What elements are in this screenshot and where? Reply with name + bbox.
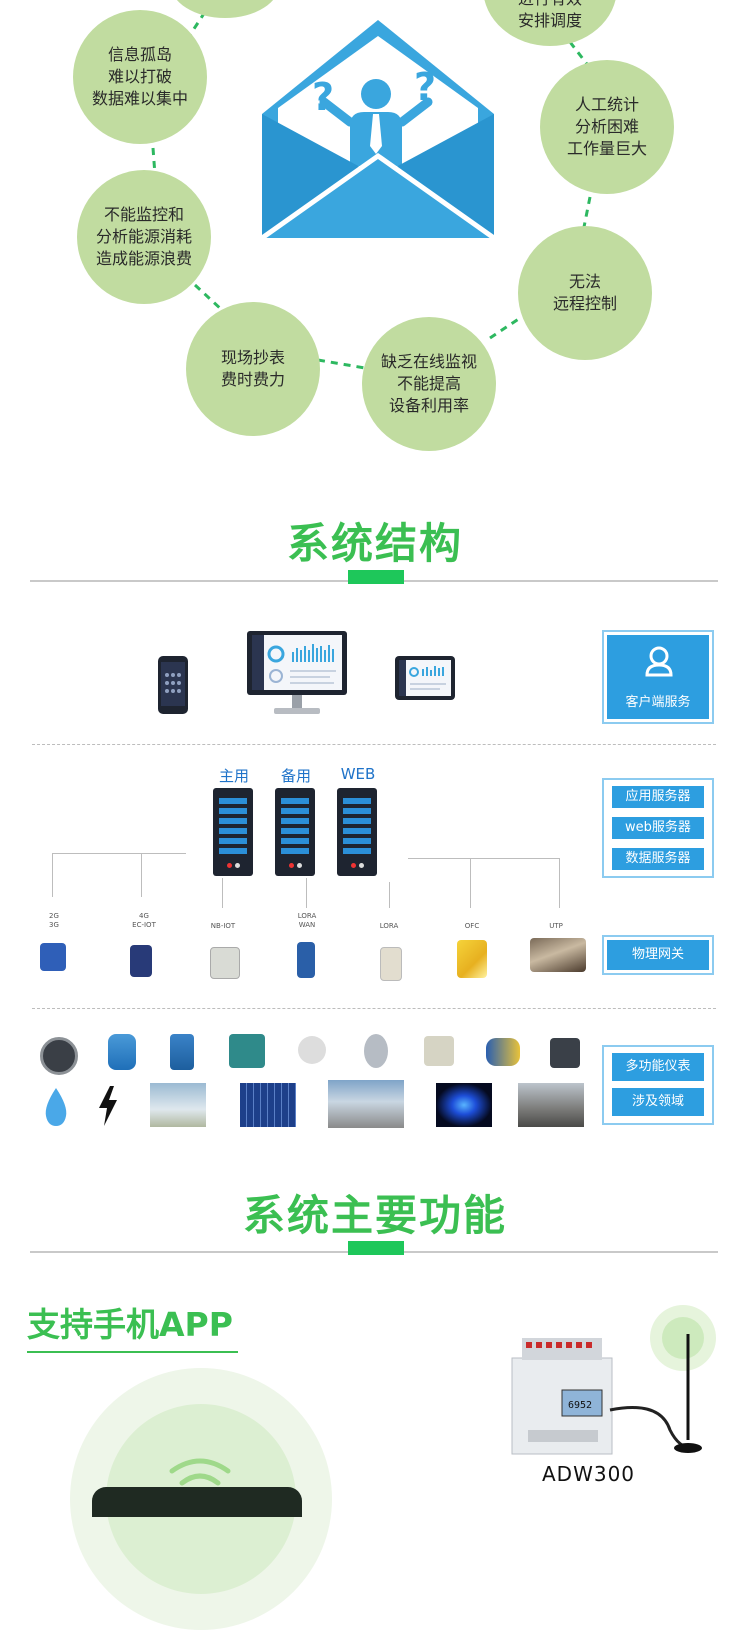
server-label-backup: 备用 <box>280 767 311 785</box>
server-label-primary: 主用 <box>218 767 249 785</box>
connector-line <box>559 858 560 908</box>
mobile-app-heading: 支持手机APP <box>27 1305 233 1344</box>
connector-line <box>222 878 223 908</box>
gateway-label-utp: UTP <box>549 922 563 930</box>
gateway-utp-switch <box>530 938 586 972</box>
gateway-lora-device <box>380 947 402 981</box>
connector-line <box>306 878 307 908</box>
server-rack-primary <box>213 788 253 876</box>
substation-photo <box>518 1083 584 1127</box>
signal-circle-inner <box>662 1317 704 1359</box>
meter-flow-device <box>108 1034 136 1070</box>
meter-panel-device <box>550 1038 580 1068</box>
meter-camera-device <box>298 1036 326 1064</box>
envelope-confused-person-icon: ? ? <box>260 20 496 240</box>
problem-bubble-manual-stats: 人工统计分析困难工作量巨大 <box>540 60 674 194</box>
mobile-app-heading-underline <box>27 1351 238 1353</box>
smartphone-icon <box>158 656 188 714</box>
svg-text:?: ? <box>414 65 436 109</box>
svg-text:?: ? <box>312 75 334 119</box>
problem-bubble-monitoring: 缺乏在线监视不能提高设备利用率 <box>362 317 496 451</box>
lightning-icon <box>99 1086 117 1126</box>
tag-fields: 涉及领域 <box>612 1088 704 1116</box>
layer-divider <box>32 744 716 745</box>
server-rack-backup <box>275 788 315 876</box>
meter-gas-device <box>424 1036 454 1066</box>
meter-pressure-device <box>170 1034 194 1070</box>
connector-line <box>52 853 186 854</box>
tag-client-service: 客户端服务 <box>607 635 709 719</box>
tag-meters-group: 多功能仪表 涉及领域 <box>607 1050 709 1120</box>
connector-line <box>470 858 471 908</box>
monitor-dashboard-icon <box>247 631 347 714</box>
meter-valve-device <box>229 1034 265 1068</box>
tag-meters: 多功能仪表 <box>612 1053 704 1081</box>
connector-line <box>408 858 560 859</box>
water-drop-icon <box>45 1088 67 1126</box>
gateway-2g3g-device <box>40 943 66 971</box>
tag-app-server: 应用服务器 <box>612 786 704 808</box>
tablet-dashboard-icon <box>395 656 455 700</box>
gateway-nbiot-device <box>210 947 240 979</box>
connector-line <box>389 882 390 908</box>
problem-bubble-meter-reading: 现场抄表费时费力 <box>186 302 320 436</box>
section-title-functions: 系统主要功能 <box>242 1191 507 1240</box>
meter-round-device <box>40 1037 78 1075</box>
tag-server-group: 应用服务器 web服务器 数据服务器 <box>607 783 709 873</box>
tag-web-server: web服务器 <box>612 817 704 839</box>
server-rack-web <box>337 788 377 876</box>
layer-divider <box>32 1008 716 1009</box>
adw300-meter-device-icon: 6952 <box>511 1334 702 1455</box>
gateway-label-nbiot: NB-IOT <box>210 922 236 930</box>
solar-panel-photo <box>240 1083 296 1127</box>
user-icon <box>645 646 673 677</box>
gateway-ofc-cable <box>457 940 487 978</box>
device-model-label: ADW300 <box>542 1462 636 1486</box>
problem-bubble-info-island: 信息孤岛难以打破数据难以集中 <box>73 10 207 144</box>
section-accent-bar <box>348 570 404 584</box>
gas-flame-photo <box>436 1083 492 1127</box>
meter-gauge-device <box>364 1034 388 1068</box>
oil-tanks-photo <box>328 1080 404 1128</box>
gateway-label-ofc: OFC <box>464 922 480 930</box>
gateway-lorawan-device <box>297 942 315 978</box>
section-accent-bar <box>348 1241 404 1255</box>
phone-top-icon <box>92 1487 302 1517</box>
section-title-structure: 系统结构 <box>286 519 463 568</box>
svg-text:6952: 6952 <box>568 1400 592 1411</box>
connector-line <box>141 853 142 897</box>
tag-data-server: 数据服务器 <box>612 848 704 870</box>
problem-bubble-remote-control: 无法远程控制 <box>518 226 652 360</box>
tag-client-service-label: 客户端服务 <box>625 695 691 710</box>
connector-line <box>52 853 53 897</box>
gateway-4g-device <box>130 945 152 977</box>
problem-bubble-energy-waste: 不能监控和分析能源消耗造成能源浪费 <box>77 170 211 304</box>
tag-gateway: 物理网关 <box>607 940 709 970</box>
meter-water-device <box>486 1038 520 1066</box>
wind-farm-photo <box>150 1083 206 1127</box>
server-label-web: WEB <box>340 765 376 783</box>
gateway-label-lora: LORA <box>379 922 399 930</box>
